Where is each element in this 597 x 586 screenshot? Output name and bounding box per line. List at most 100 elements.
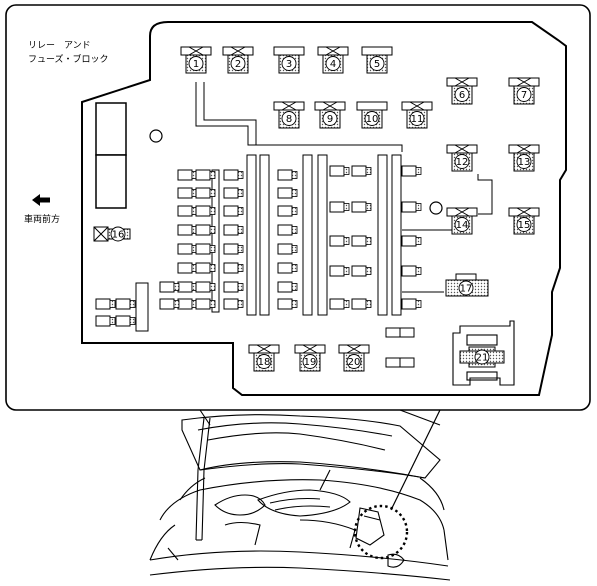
relay: 4: [317, 46, 349, 74]
relay-number: 8: [286, 114, 292, 125]
fuse-slot: [177, 298, 198, 310]
callout-frame: [5, 4, 591, 411]
block-outline: [81, 21, 567, 396]
relay-21-housing: [452, 320, 515, 386]
relay-number: 21: [476, 353, 489, 364]
mount-circle-left: [149, 129, 163, 143]
fuse-slot: [329, 165, 350, 177]
relay: 11: [401, 101, 433, 129]
fuse-slot: [401, 235, 422, 247]
fuse-slot: [277, 281, 298, 293]
fuse-slot: [399, 327, 415, 338]
fuse-slot: [351, 235, 372, 247]
fuse-slot: [195, 262, 216, 274]
fuse-slot: [177, 262, 198, 274]
fuse-slot: [115, 298, 136, 310]
fuse-slot: [195, 187, 216, 199]
relay-number: 3: [286, 59, 292, 70]
fuse-slot: [277, 205, 298, 217]
fuse-slot: [223, 281, 244, 293]
fuse-slot: [223, 169, 244, 181]
front-direction-label: 車両前方: [24, 213, 60, 225]
relay-number: 5: [374, 59, 380, 70]
callout-highlight-circle: [353, 504, 409, 560]
fuse-slot: [385, 357, 401, 368]
large-slot-bottom: [95, 154, 127, 209]
relay-number: 20: [348, 357, 361, 368]
relay-number: 9: [327, 114, 333, 125]
fuse-slot: [277, 187, 298, 199]
relay: 8: [273, 101, 305, 129]
relay-number: 7: [521, 90, 527, 101]
fuse-slot: [399, 357, 415, 368]
relay: 5: [361, 46, 393, 74]
fuse-slot: [351, 265, 372, 277]
connection-lines: [195, 82, 493, 293]
fuse-slot: [195, 224, 216, 236]
relay: 17: [445, 273, 489, 297]
fuse-slot: [277, 224, 298, 236]
relay: 6: [446, 77, 478, 105]
large-slot-top: [95, 102, 127, 156]
fuse-slot: [223, 298, 244, 310]
fuse-slot: [351, 165, 372, 177]
relay: 21: [459, 346, 505, 368]
fuse-slot: [401, 201, 422, 213]
relay: 10: [356, 101, 388, 129]
fuse-slot: [177, 281, 198, 293]
fuse-slot: [115, 315, 136, 327]
fuse-slot: [401, 165, 422, 177]
relay-number: 16: [112, 230, 125, 241]
relay-number: 2: [235, 59, 241, 70]
fuse-slot: [329, 201, 350, 213]
relay-number: 18: [258, 357, 271, 368]
relay: 2: [222, 46, 254, 74]
fuse-slot: [177, 169, 198, 181]
fuse-slot: [177, 205, 198, 217]
fuse-slot: [223, 262, 244, 274]
relay: 13: [508, 144, 540, 172]
relay: 18: [248, 344, 280, 372]
relay-number: 15: [518, 220, 531, 231]
block-title-line-2: フューズ・ブロック: [28, 53, 109, 65]
fuse-slot: [329, 235, 350, 247]
fuse-slot: [223, 187, 244, 199]
fuse-slot: [159, 298, 180, 310]
fuse-slot: [95, 315, 116, 327]
fuse-slot: [351, 298, 372, 310]
relay-number: 19: [304, 357, 317, 368]
fuse-slot: [195, 169, 216, 181]
fuse-slot: [223, 224, 244, 236]
relay: 14: [446, 207, 478, 235]
relay-number: 6: [459, 90, 465, 101]
callout-pointer: [390, 409, 441, 511]
relay-number: 12: [456, 157, 469, 168]
relay: 16: [93, 226, 131, 242]
relay: 3: [273, 46, 305, 74]
fuse-slot: [277, 262, 298, 274]
fuse-slot: [401, 265, 422, 277]
relay-number: 17: [460, 284, 473, 295]
relay-number: 4: [330, 59, 336, 70]
fuse-slot: [277, 243, 298, 255]
relay-number: 10: [366, 114, 379, 125]
relay: 20: [338, 344, 370, 372]
fuse-slot: [195, 205, 216, 217]
fuse-slot: [223, 205, 244, 217]
fuse-slot: [329, 265, 350, 277]
relay-number: 14: [456, 220, 469, 231]
fuse-layer: [95, 165, 422, 368]
fuse-slot: [195, 298, 216, 310]
relay-number: 13: [518, 157, 531, 168]
relay: 1: [180, 46, 212, 74]
fuse-slot: [277, 169, 298, 181]
fuse-slot: [177, 243, 198, 255]
fuse-slot: [95, 298, 116, 310]
relay-number: 11: [411, 114, 424, 125]
fuse-slot: [277, 298, 298, 310]
relay: 15: [508, 207, 540, 235]
fuse-slot: [223, 243, 244, 255]
fuse-slot: [159, 281, 180, 293]
fuse-slot: [385, 327, 401, 338]
